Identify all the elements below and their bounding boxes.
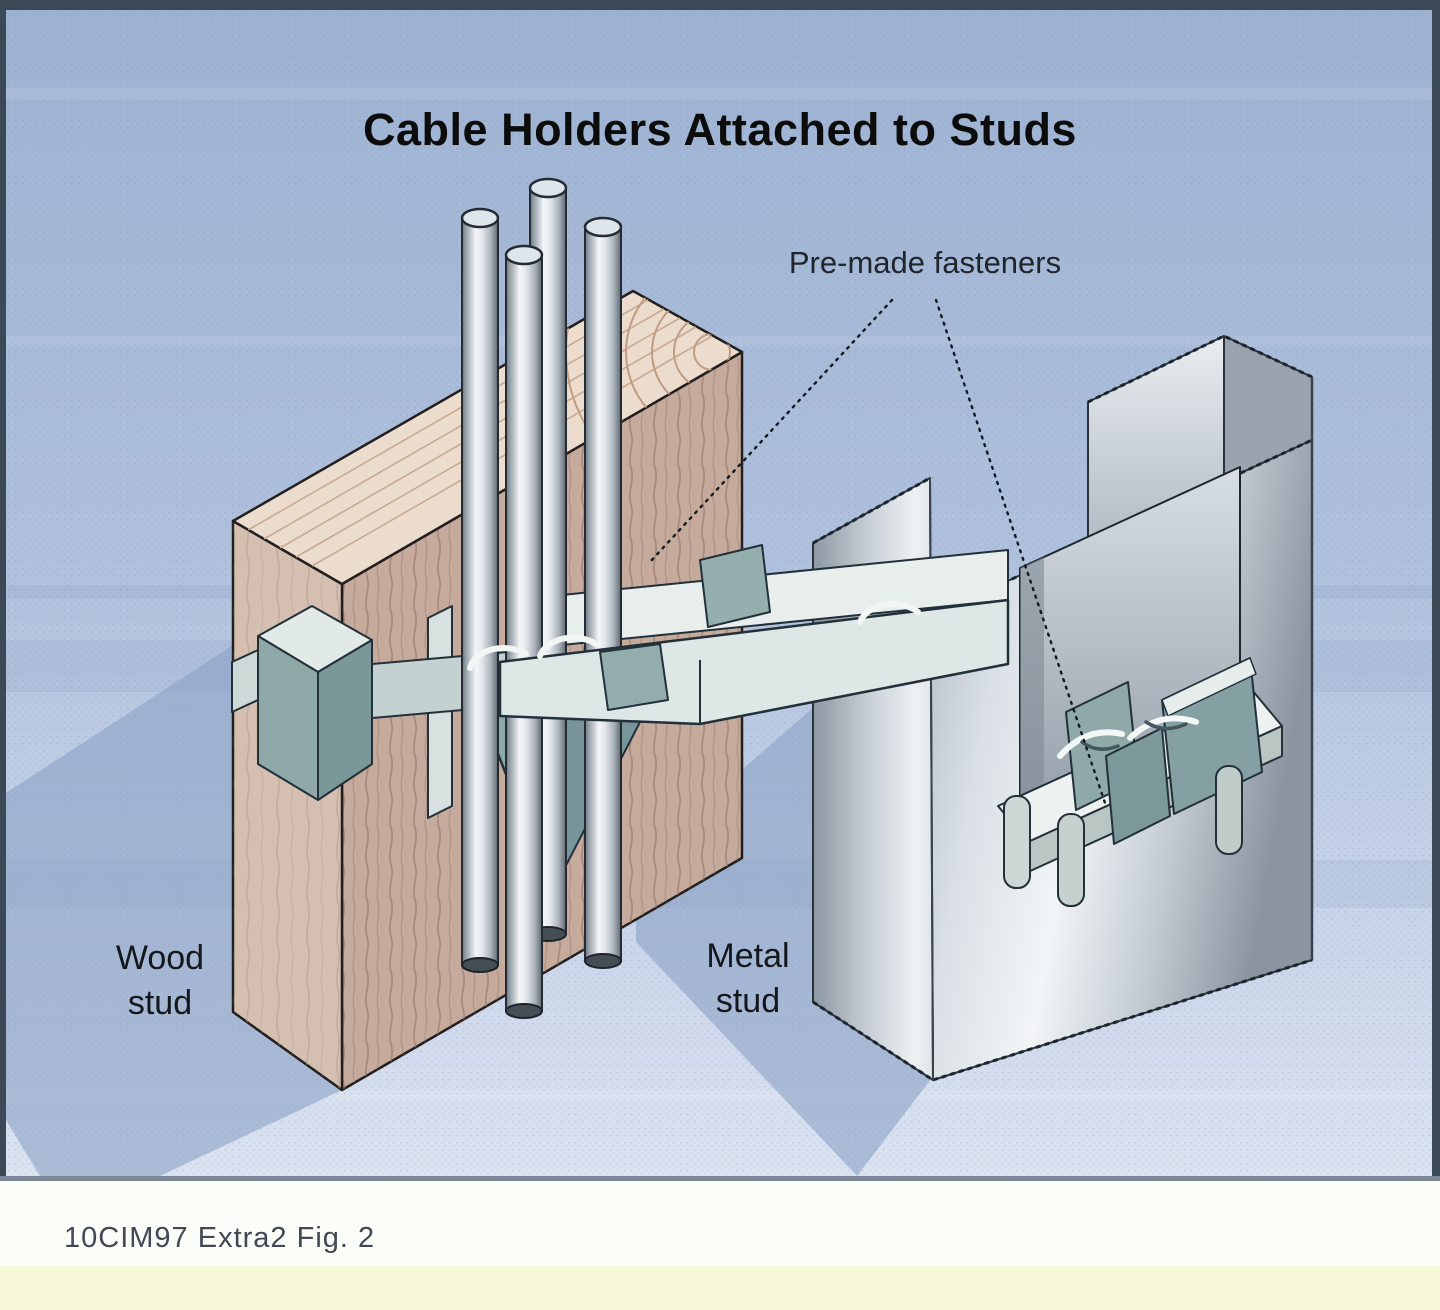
cream-strip bbox=[0, 1266, 1440, 1310]
cable bbox=[504, 244, 544, 1019]
cable bbox=[460, 207, 500, 973]
cables bbox=[460, 177, 623, 1019]
figure-title: Cable Holders Attached to Studs bbox=[363, 104, 1077, 155]
metal-stud-fastener bbox=[997, 657, 1283, 907]
leader-lines bbox=[648, 298, 1108, 808]
figure-caption: 10CIM97 Extra2 Fig. 2 bbox=[64, 1222, 376, 1254]
label-wood-stud: Wood stud bbox=[115, 939, 205, 1022]
wood-stud-shadow bbox=[6, 645, 342, 1176]
caption-strip bbox=[0, 1181, 1440, 1266]
leader-line-left bbox=[648, 298, 894, 564]
label-metal-stud: Metal stud bbox=[706, 937, 790, 1020]
cable bbox=[583, 216, 623, 969]
leader-line-right bbox=[934, 298, 1108, 808]
label-premade-fasteners: Pre-made fasteners bbox=[788, 245, 1062, 280]
metal-stud bbox=[812, 334, 1314, 1082]
wood-fastener-front bbox=[467, 598, 1010, 726]
